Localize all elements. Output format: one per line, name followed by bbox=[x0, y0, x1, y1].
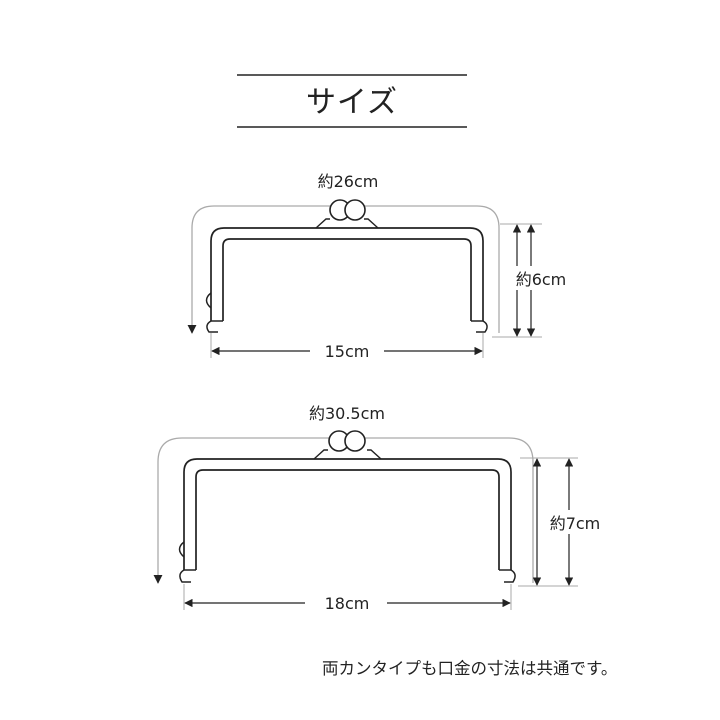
clasp-outline-outer bbox=[210, 227, 484, 321]
width-label: 15cm bbox=[325, 342, 370, 361]
span-arc bbox=[187, 205, 500, 334]
clasp-outline-outer bbox=[183, 458, 512, 570]
span-label: 約30.5cm bbox=[309, 404, 385, 423]
footnote: 両カンタイプも口金の寸法は共通です。 bbox=[322, 659, 618, 678]
clasp-outline-inner bbox=[195, 469, 500, 570]
clasp-outline-inner bbox=[222, 238, 472, 321]
title-block: サイズ bbox=[237, 74, 467, 128]
page-title: サイズ bbox=[306, 85, 398, 120]
frame-large: 約7cm 18cm 約30.5cm bbox=[153, 404, 607, 614]
kiss-lock bbox=[315, 199, 379, 229]
kiss-lock bbox=[313, 430, 382, 460]
height-label: 約7cm bbox=[550, 514, 601, 533]
frame-small: 約6cm 15cm 約26cm bbox=[187, 172, 570, 363]
width-label: 18cm bbox=[325, 594, 370, 613]
span-label: 約26cm bbox=[318, 172, 379, 191]
height-label: 約6cm bbox=[516, 270, 567, 289]
